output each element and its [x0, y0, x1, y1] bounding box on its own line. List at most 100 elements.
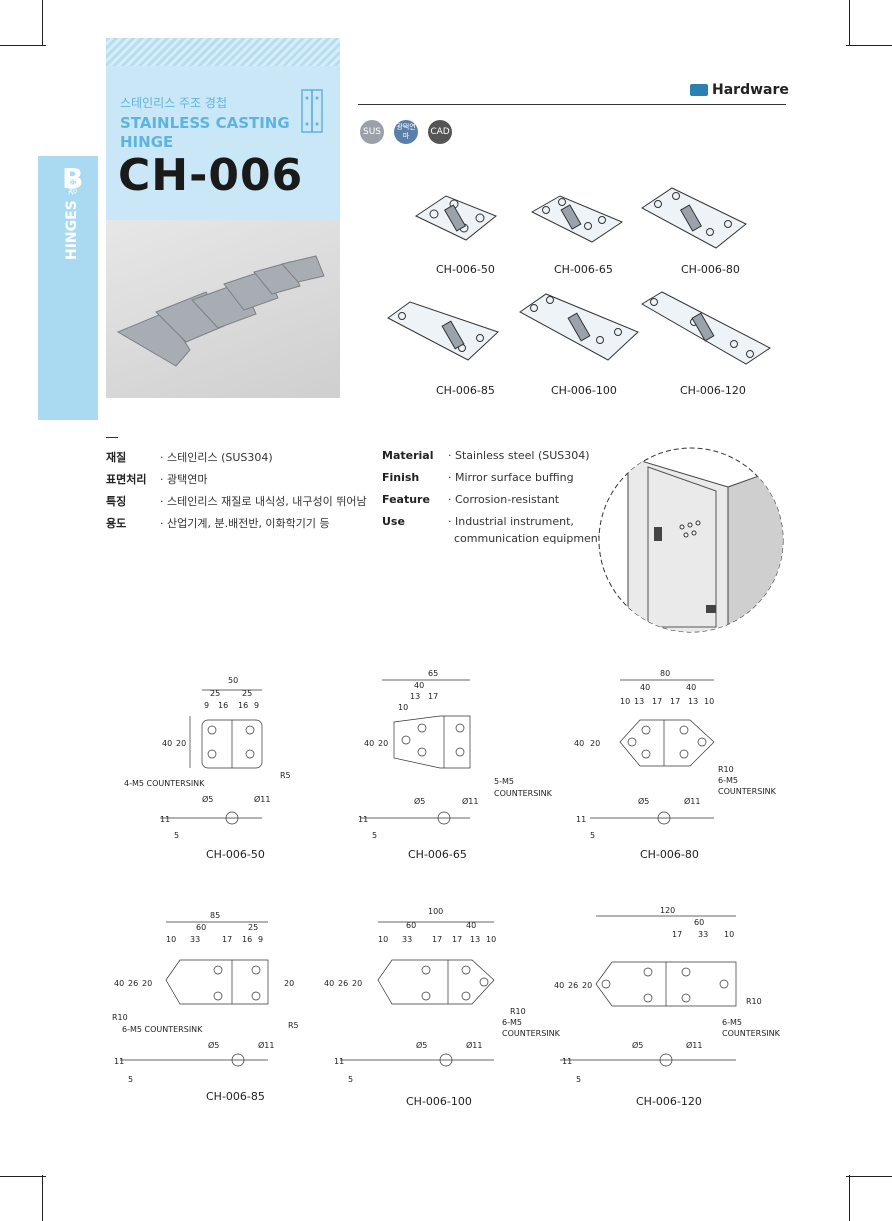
dim-50-knuckle: Ø11 [254, 794, 270, 804]
spec-en-key: Feature [382, 493, 430, 506]
title-english: STAINLESS CASTING HINGE [120, 114, 290, 151]
model-label-80: CH-006-80 [681, 263, 740, 276]
dim-100-seg: 17 [452, 935, 462, 944]
drawing-caption-80: CH-006-80 [640, 848, 699, 861]
spec-divider [106, 437, 118, 438]
dim-50-thin: 5 [174, 831, 179, 840]
dim-100-thick: 11 [334, 1057, 344, 1066]
dim-50-bore: Ø5 [202, 794, 213, 804]
dim-65-bore: Ø5 [414, 796, 425, 806]
sus-badge: SUS [360, 120, 384, 144]
title-card-stripe [106, 38, 340, 66]
dim-80-seg: 13 [634, 697, 644, 706]
dim-120-knuckle: Ø11 [686, 1040, 702, 1050]
dim-100-countersink-2: COUNTERSINK [502, 1029, 561, 1038]
dim-80-countersink-2: COUNTERSINK [718, 787, 777, 796]
dim-100-seg: 13 [470, 935, 480, 944]
dim-100-inner: 26 [338, 979, 348, 988]
dim-120-seg: 10 [724, 930, 734, 939]
dim-100-thin: 5 [348, 1075, 353, 1084]
hinge-100-illustration [519, 293, 639, 361]
dim-50-radius: R5 [280, 771, 291, 780]
crop-mark [42, 0, 43, 46]
dim-120-inner: 26 [568, 981, 578, 990]
dim-120-radius: R10 [746, 997, 762, 1006]
dim-80-height: 40 [574, 739, 584, 748]
product-code: CH-006 [118, 150, 304, 201]
dim-80-seg: 17 [670, 697, 680, 706]
crop-mark [846, 45, 892, 46]
model-label-100: CH-006-100 [551, 384, 617, 397]
dim-65-height: 40 [364, 739, 374, 748]
dim-85-bore: Ø5 [208, 1040, 219, 1050]
spec-ko-value: · 산업기계, 분.배전반, 이화학기기 등 [160, 517, 330, 530]
dim-120-total: 120 [660, 906, 675, 915]
dim-100-bore: Ø5 [416, 1040, 427, 1050]
dim-80-seg: 10 [620, 697, 630, 706]
dim-100-radius: R10 [510, 1007, 526, 1016]
crop-mark [849, 1175, 850, 1221]
dim-50-inner: 20 [176, 739, 186, 748]
cad-badge: CAD [428, 120, 452, 144]
product-illustrations [387, 187, 771, 365]
dim-85-thick: 11 [114, 1057, 124, 1066]
spec-en-value: · Stainless steel (SUS304) [448, 449, 590, 462]
dim-50-seg: 9 [204, 701, 209, 710]
dim-80-seg: 10 [704, 697, 714, 706]
hinge-50-illustration [414, 195, 497, 241]
dim-120-half: 60 [694, 918, 704, 927]
dim-100-countersink: 6-M5 [502, 1018, 522, 1027]
dim-85-knuckle: Ø11 [258, 1040, 274, 1050]
model-label-85: CH-006-85 [436, 384, 495, 397]
spec-ko-value: · 스테인리스 (SUS304) [160, 451, 273, 464]
dim-85-total: 85 [210, 911, 220, 920]
dim-120-countersink-2: COUNTERSINK [722, 1029, 781, 1038]
drawing-caption-50: CH-006-50 [206, 848, 265, 861]
dim-65-total: 65 [428, 669, 438, 678]
polish-badge: 광택연마 [394, 120, 418, 144]
dim-120-inner: 20 [582, 981, 592, 990]
spec-ko-key: 특징 [106, 495, 127, 508]
drawing-caption-85: CH-006-85 [206, 1090, 265, 1103]
spec-en-key: Material [382, 449, 434, 462]
dim-120-height: 40 [554, 981, 564, 990]
dim-50-countersink: 4-M5 COUNTERSINK [124, 779, 205, 788]
dim-65-inner: 20 [378, 739, 388, 748]
dim-100-knuckle: Ø11 [466, 1040, 482, 1050]
dim-65-countersink: 5-M5 [494, 777, 514, 786]
dim-65-half: 40 [414, 681, 424, 690]
spec-en-key: Use [382, 515, 405, 528]
dim-100-seg: 33 [402, 935, 412, 944]
crop-mark [0, 1176, 46, 1177]
dim-50-half: 25 [210, 689, 220, 698]
spec-en-value: · Mirror surface buffing [448, 471, 574, 484]
brand-name: Hardware [712, 82, 789, 98]
hinge-120-illustration [641, 291, 771, 365]
drawing-caption-65: CH-006-65 [408, 848, 467, 861]
dim-80-half: 40 [640, 683, 650, 692]
dim-80-total: 80 [660, 669, 670, 678]
installation-illustration [598, 447, 784, 633]
dim-100-seg: 17 [432, 935, 442, 944]
dim-85-seg: 33 [190, 935, 200, 944]
dim-80-thin: 5 [590, 831, 595, 840]
dim-65-countersink-2: COUNTERSINK [494, 789, 553, 798]
hinge-85-illustration [387, 301, 499, 361]
dim-65-thick: 11 [358, 815, 368, 824]
dim-80-thick: 11 [576, 815, 586, 824]
header-rule [358, 104, 786, 105]
spec-ko-value: · 스테인리스 재질로 내식성, 내구성이 뛰어남 [160, 495, 367, 508]
spec-en-value: · Industrial instrument, [448, 515, 574, 528]
spec-en-key: Finish [382, 471, 420, 484]
dim-85-inner: 20 [142, 979, 152, 988]
dim-120-seg: 17 [672, 930, 682, 939]
dim-50-seg: 16 [218, 701, 228, 710]
crop-mark [846, 1176, 892, 1177]
dim-65-seg: 17 [428, 692, 438, 701]
spec-ko-key: 용도 [106, 517, 127, 530]
product-photo [106, 220, 340, 398]
crop-mark [42, 1175, 43, 1221]
dim-85-half: 60 [196, 923, 206, 932]
spec-en-value: · Corrosion-resistant [448, 493, 560, 506]
hinge-icon [301, 89, 323, 133]
